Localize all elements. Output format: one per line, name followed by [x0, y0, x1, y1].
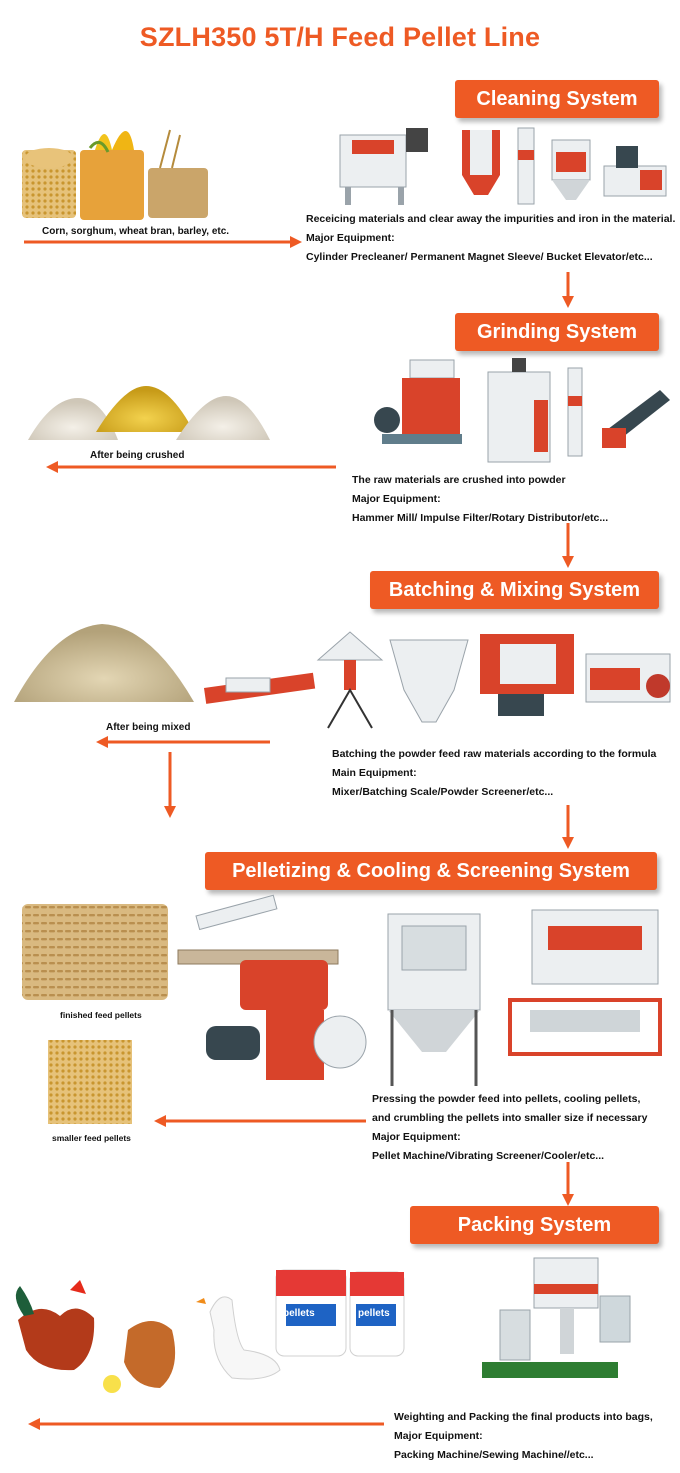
batching-mixing-equipment-image — [204, 631, 671, 729]
poultry-image — [15, 1280, 281, 1393]
banner-batching-mixing-system: Batching & Mixing System — [370, 571, 659, 609]
raw-materials-image — [22, 129, 208, 220]
mixed-caption: After being mixed — [106, 722, 191, 733]
cleaning-equipment-list: Cylinder Precleaner/ Permanent Magnet Sl… — [306, 251, 653, 263]
banner-packing-system: Packing System — [410, 1206, 659, 1244]
crushed-caption: After being crushed — [90, 450, 185, 461]
packing-description: Weighting and Packing the final products… — [394, 1411, 653, 1423]
crushed-powder-image — [28, 386, 270, 440]
packing-equipment-list: Packing Machine/Sewing Machine//etc... — [394, 1449, 594, 1461]
banner-grinding-system: Grinding System — [455, 313, 659, 351]
raw-materials-caption: Corn, sorghum, wheat bran, barley, etc. — [42, 226, 230, 237]
packing-equipment-image — [482, 1257, 631, 1378]
cleaning-equipment-image — [339, 127, 667, 205]
grinding-equipment-list: Hammer Mill/ Impulse Filter/Rotary Distr… — [352, 512, 609, 524]
batching-description: Batching the powder feed raw materials a… — [332, 748, 657, 760]
smaller-pellets-image — [48, 1040, 132, 1124]
cleaning-equipment-label: Major Equipment: — [306, 232, 395, 244]
grinding-equipment-label: Major Equipment: — [352, 493, 441, 505]
pelletizing-equipment-image — [177, 894, 662, 1086]
batching-equipment-label: Main Equipment: — [332, 767, 417, 779]
banner-cleaning-system: Cleaning System — [455, 80, 659, 118]
packing-equipment-label: Major Equipment: — [394, 1430, 483, 1442]
finished-pellets-image — [22, 904, 168, 1000]
finished-pellets-caption: finished feed pellets — [60, 1010, 142, 1020]
smaller-pellets-caption: smaller feed pellets — [52, 1133, 131, 1143]
pelletizing-description-line1: Pressing the powder feed into pellets, c… — [372, 1093, 641, 1105]
banner-pelletizing-cooling-screening-system: Pelletizing & Cooling & Screening System — [205, 852, 657, 890]
pelletizing-description-line2: and crumbling the pellets into smaller s… — [372, 1112, 648, 1124]
bag-label: pellets — [283, 1308, 315, 1319]
bag-label: pellets — [358, 1308, 390, 1319]
pelletizing-equipment-list: Pellet Machine/Vibrating Screener/Cooler… — [372, 1150, 605, 1162]
grinding-equipment-image — [374, 358, 670, 463]
page-title: SZLH350 5T/H Feed Pellet Line — [139, 22, 541, 52]
cleaning-description: Receicing materials and clear away the i… — [306, 213, 676, 225]
mixed-powder-image — [14, 624, 194, 702]
batching-equipment-list: Mixer/Batching Scale/Powder Screener/etc… — [332, 786, 554, 798]
feed-bags-image — [275, 1269, 405, 1357]
pelletizing-equipment-label: Major Equipment: — [372, 1131, 461, 1143]
grinding-description: The raw materials are crushed into powde… — [352, 474, 566, 486]
